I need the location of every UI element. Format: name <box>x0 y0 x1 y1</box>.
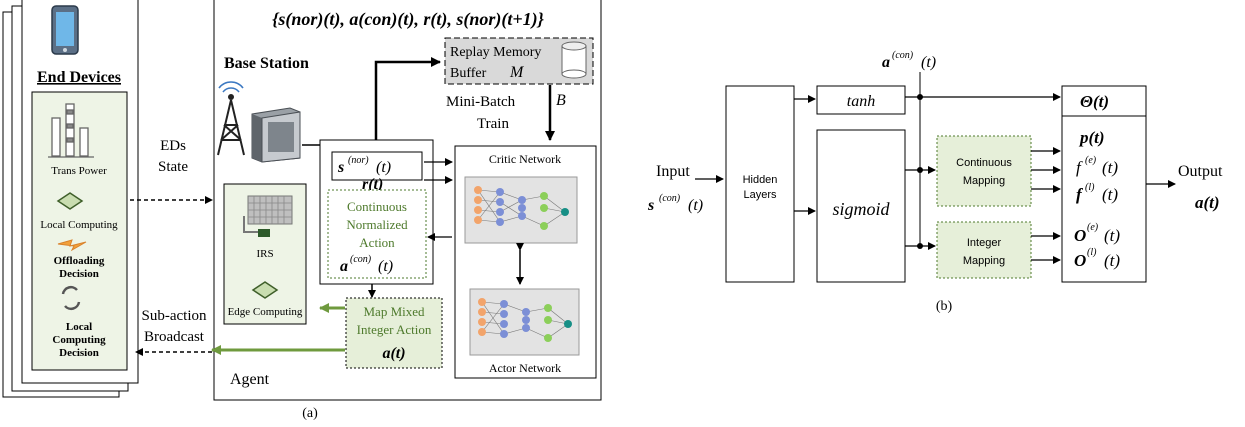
output-box <box>1061 85 1147 283</box>
eds-state-line1: EDs <box>160 138 186 154</box>
fl-f: f <box>1076 185 1084 204</box>
oe-sup: (e) <box>1087 222 1099 233</box>
critic-network-label: Critic Network <box>489 152 561 166</box>
sigmoid-label: sigmoid <box>832 199 890 219</box>
irs-icon <box>243 195 293 237</box>
critic-network-icon <box>464 176 578 244</box>
base-station-label: Base Station <box>224 55 309 72</box>
local-computing-decision-line2: Computing <box>52 334 106 346</box>
input-label: Input <box>656 163 690 180</box>
replay-memory-line2: Buffer <box>450 66 487 81</box>
integer-mapping-box <box>936 221 1032 279</box>
continuous-action-line3: Action <box>359 235 395 250</box>
action-con-t: (t) <box>378 258 393 275</box>
map-mixed-line2: Integer Action <box>357 322 432 337</box>
tanh-box <box>816 85 906 115</box>
reward-label: r(t) <box>362 176 383 193</box>
agent-label: Agent <box>230 371 270 388</box>
top-a: a <box>882 54 890 71</box>
local-computing-decision-line3: Decision <box>59 347 99 359</box>
eds-state-line2: State <box>158 159 188 175</box>
sub-action-line1: Sub-action <box>142 308 207 324</box>
actor-network-label: Actor Network <box>489 361 561 375</box>
caption-a: (a) <box>302 406 318 421</box>
antenna-tower-icon <box>217 81 245 156</box>
trans-power-label: Trans Power <box>51 165 107 177</box>
map-mixed-action: a(t) <box>382 345 405 362</box>
ol-t: (t) <box>1104 251 1120 270</box>
fl-t: (t) <box>1102 185 1118 204</box>
caption-b: (b) <box>936 299 953 314</box>
continuous-mapping-box <box>936 135 1032 207</box>
lightning-icon <box>57 239 87 252</box>
top-a-sup: (con) <box>892 50 914 61</box>
continuous-mapping-line1: Continuous <box>956 157 1012 169</box>
local-computing-label: Local Computing <box>40 219 118 231</box>
fe-t: (t) <box>1102 158 1118 177</box>
tanh-label: tanh <box>847 93 875 110</box>
sigmoid-box <box>816 129 906 283</box>
continuous-action-line2: Normalized <box>346 217 408 232</box>
actor-network-icon <box>469 288 580 356</box>
base-station-frame <box>213 0 602 401</box>
integer-mapping-line2: Mapping <box>963 255 1005 267</box>
input-sup: (con) <box>659 193 681 204</box>
output-label: Output <box>1178 163 1223 180</box>
hidden-label-line2: Layers <box>743 189 777 201</box>
continuous-action-line1: Continuous <box>347 199 407 214</box>
trans-power-icon <box>48 103 94 158</box>
train-label: Train <box>477 116 509 132</box>
action-con-sup: (con) <box>350 254 372 265</box>
fe-sup: (e) <box>1085 155 1097 166</box>
top-a-t: (t) <box>921 54 936 71</box>
state-s: s <box>337 159 344 176</box>
ol-sup: (l) <box>1087 247 1097 258</box>
state-box <box>331 151 423 181</box>
refresh-icon <box>61 285 81 311</box>
hidden-layers-box <box>725 85 795 283</box>
map-mixed-line1: Map Mixed <box>363 304 425 319</box>
replay-memory-line1: Replay Memory <box>450 45 541 60</box>
input-t: (t) <box>688 197 703 214</box>
batch-symbol: B <box>556 92 566 109</box>
edge-chip-icon <box>251 281 279 299</box>
server-icon <box>251 107 301 163</box>
theta-output: Θ(t) <box>1080 92 1109 111</box>
ol-o: O <box>1074 251 1086 270</box>
irs-label: IRS <box>256 248 273 260</box>
chip-icon <box>56 192 84 210</box>
continuous-action-box <box>327 189 427 279</box>
map-mixed-box <box>345 297 443 369</box>
state-t: (t) <box>376 159 391 176</box>
continuous-mapping-line2: Mapping <box>963 175 1005 187</box>
offloading-decision-line1: Offloading <box>54 255 105 267</box>
database-icon <box>561 41 587 79</box>
oe-o: O <box>1074 226 1086 245</box>
p-output: p(t) <box>1078 128 1105 147</box>
phone-icon <box>51 5 79 55</box>
integer-mapping-line1: Integer <box>967 237 1002 249</box>
state-s-sup: (nor) <box>348 155 369 166</box>
panel-b: Input s (con) (t) Hidden Layers tanh sig… <box>647 50 1223 314</box>
action-con-a: a <box>340 258 348 275</box>
input-s: s <box>647 197 654 214</box>
replay-memory-symbol: M <box>509 64 525 81</box>
offloading-decision-line2: Decision <box>59 268 99 280</box>
oe-t: (t) <box>1104 226 1120 245</box>
panel-a: End Devices Trans Power Local Computing … <box>2 0 602 421</box>
output-a: a(t) <box>1195 193 1220 212</box>
local-computing-decision-line1: Local <box>66 321 92 333</box>
transition-tuple: {s(nor)(t), a(con)(t), r(t), s(nor)(t+1)… <box>272 9 544 30</box>
sub-action-line2: Broadcast <box>144 329 205 345</box>
to-replay-arrow <box>374 57 441 142</box>
end-devices-title: End Devices <box>37 69 121 86</box>
fe-f: f <box>1076 158 1083 177</box>
fl-sup: (l) <box>1085 182 1095 193</box>
edge-computing-label: Edge Computing <box>228 306 303 318</box>
mini-batch-label: Mini-Batch <box>446 94 516 110</box>
hidden-label-line1: Hidden <box>743 174 778 186</box>
